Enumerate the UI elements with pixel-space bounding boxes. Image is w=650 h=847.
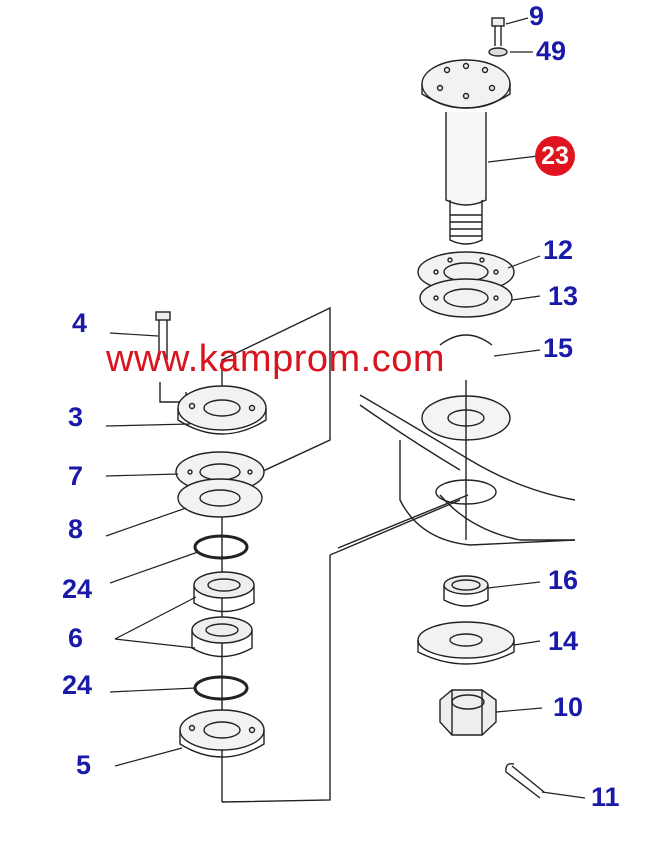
ring-15: [439, 334, 493, 346]
callout-4: 4: [72, 308, 88, 338]
bearing-6-upper: [193, 571, 255, 613]
frame-outline: [221, 306, 576, 803]
o-ring-24-upper: [193, 534, 249, 560]
callout-5: 5: [76, 750, 92, 780]
o-ring-24-lower: [193, 675, 249, 701]
callout-6: 6: [68, 623, 84, 653]
cotter-pin-11: [505, 762, 545, 799]
callout-11: 11: [591, 782, 620, 812]
callout-9: 9: [529, 1, 545, 31]
callout-8: 8: [68, 514, 84, 544]
callout-10: 10: [553, 692, 584, 722]
callout-24-lower: 24: [62, 670, 93, 700]
bushing-16: [443, 575, 489, 607]
callout-3: 3: [68, 402, 84, 432]
pin-23: [421, 59, 511, 245]
bearing-6-lower: [191, 616, 253, 658]
callout-15: 15: [543, 333, 574, 363]
callout-24-upper: 24: [62, 574, 93, 604]
callout-7: 7: [68, 461, 84, 491]
callout-14: 14: [548, 626, 579, 656]
bolt-4: [155, 311, 187, 403]
flange-5: [179, 709, 265, 758]
nut-10: [439, 689, 497, 736]
callout-49: 49: [536, 36, 567, 66]
callout-16: 16: [548, 565, 579, 595]
callout-12: 12: [543, 235, 574, 265]
bolt-9: [488, 17, 508, 57]
leader-lines: [105, 17, 586, 799]
flange-3: [177, 385, 267, 435]
watermark-text: www.kamprom.com: [106, 338, 445, 380]
callout-13: 13: [548, 281, 579, 311]
washer-14: [417, 621, 515, 665]
shim-13: [419, 278, 513, 318]
callout-23-highlight: 23: [535, 136, 575, 176]
shim-8: [177, 478, 263, 518]
frame-flange: [421, 380, 511, 540]
